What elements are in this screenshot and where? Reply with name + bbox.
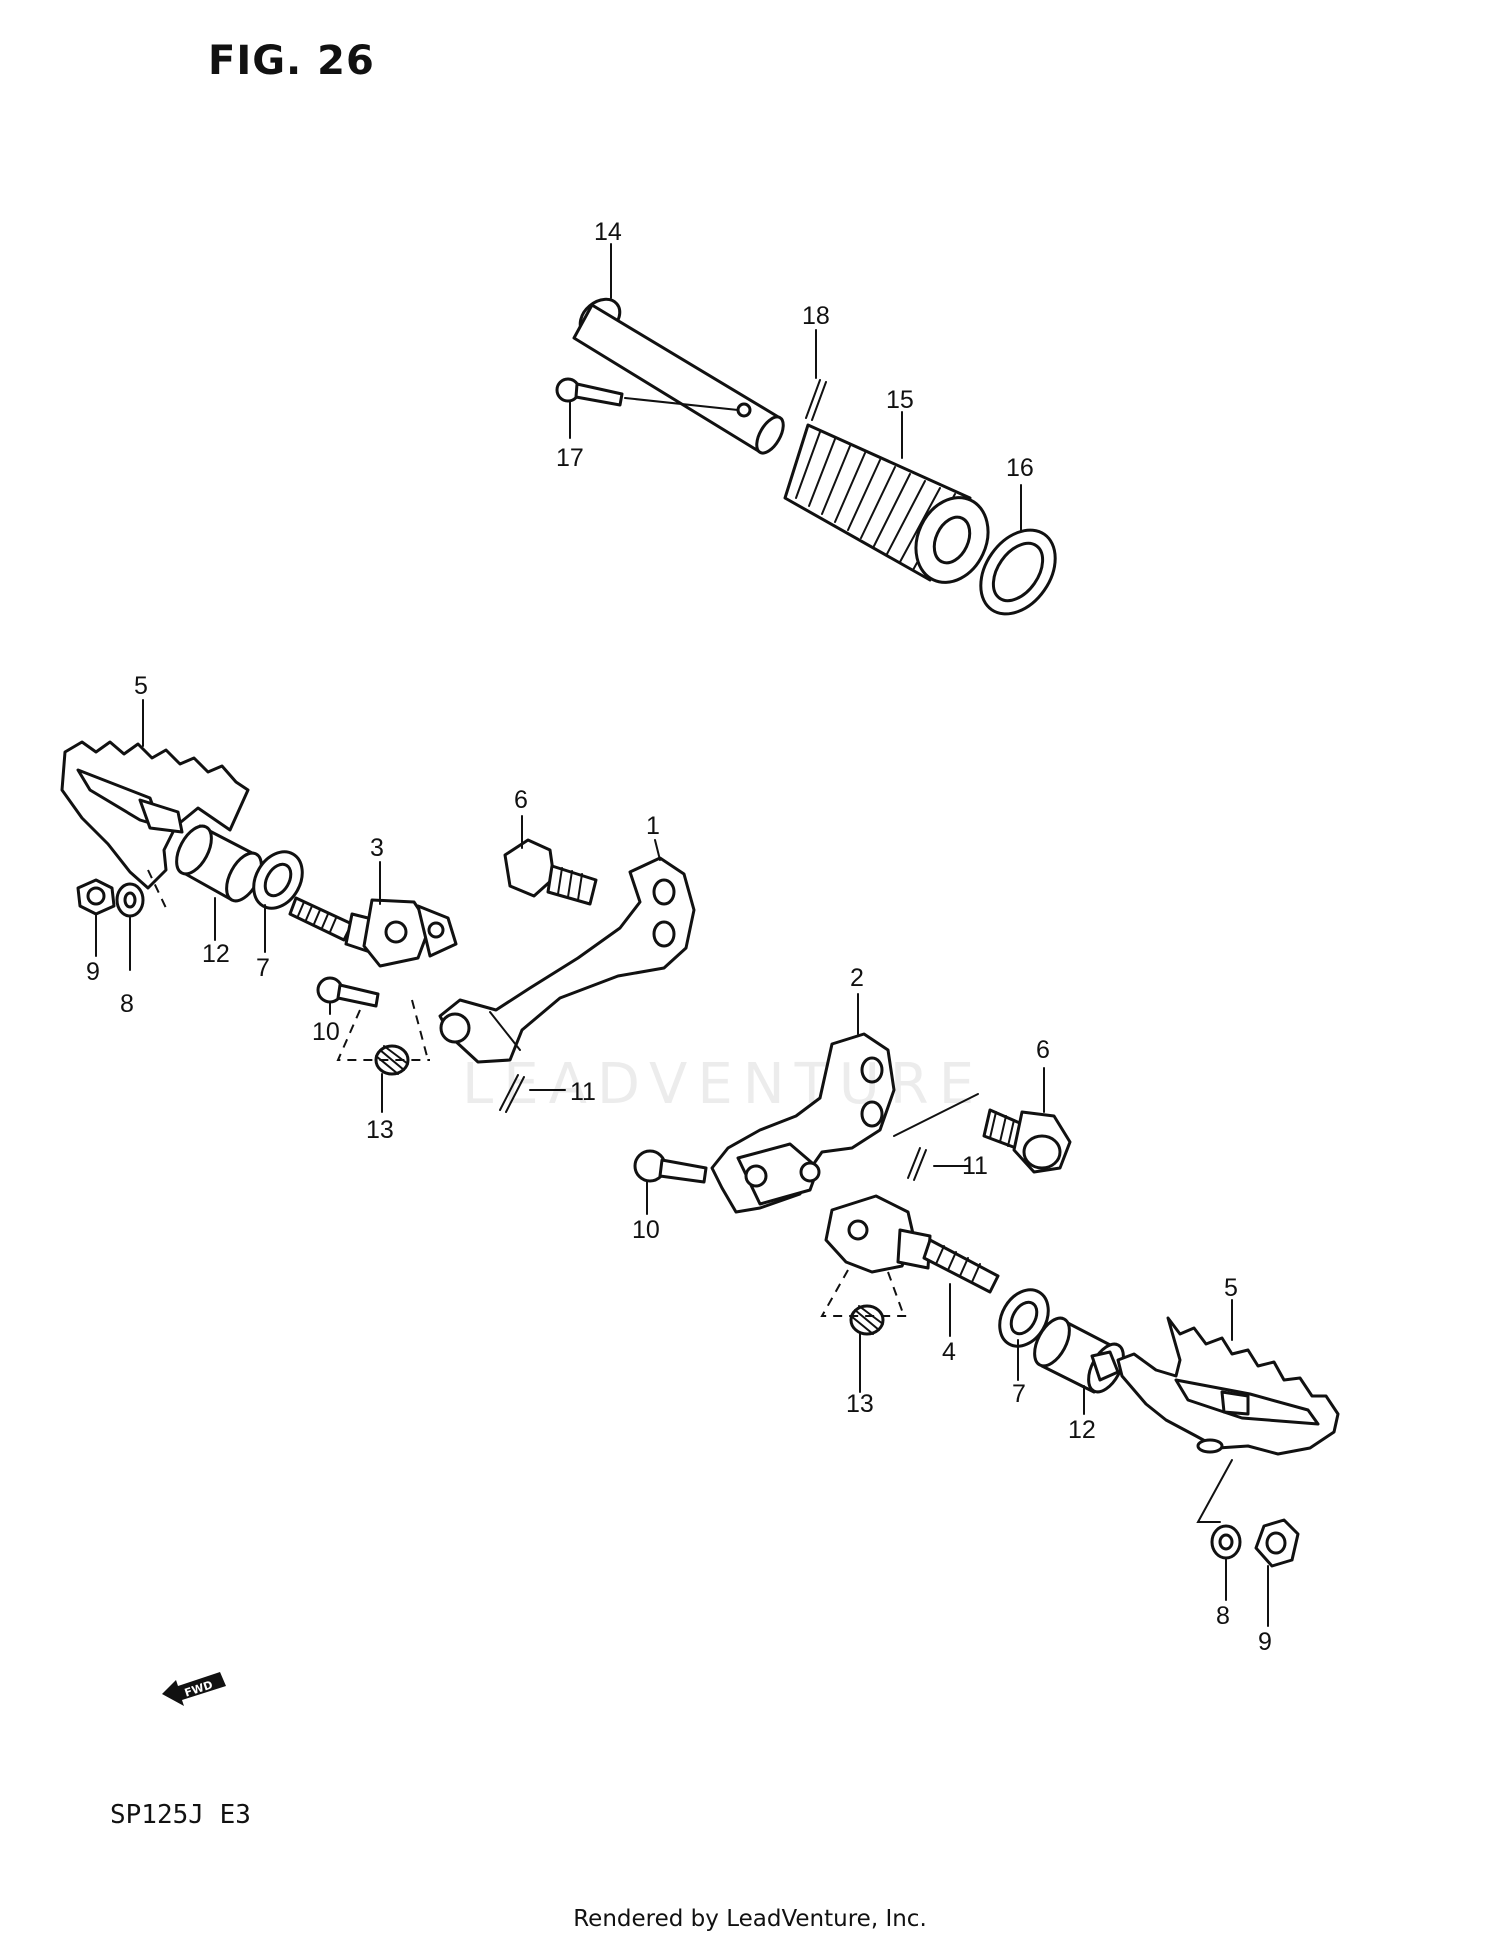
cotter-pin-part-11-right [907,1147,927,1181]
footpeg-part-5-right [1116,1316,1340,1456]
footer-credit: Rendered by LeadVenture, Inc. [573,1906,927,1932]
footrest-bracket-part-2 [710,1032,896,1214]
spring-part-13-left [374,1044,410,1076]
callout-8: 8 [120,990,134,1018]
watermark: LEADVENTURE [462,1052,985,1117]
callout-5: 5 [1224,1274,1238,1302]
pin-part-10-left [316,976,380,1008]
callout-18: 18 [802,302,830,330]
model-code: SP125J E3 [110,1800,251,1830]
cotter-pin-part-18 [805,379,827,421]
callout-7: 7 [1012,1380,1026,1408]
callout-17: 17 [556,444,584,472]
grip-shaft-part-14 [572,297,785,455]
callout-6: 6 [514,786,528,814]
roller-part-12-right [1033,1316,1125,1394]
callout-10: 10 [312,1018,340,1046]
callout-16: 16 [1006,454,1034,482]
callout-12: 12 [202,940,230,968]
washer-part-7-right [998,1288,1050,1348]
callout-12: 12 [1068,1416,1096,1444]
figure-title: FIG. 26 [208,38,375,84]
pin-part-17 [555,377,739,411]
callout-8: 8 [1216,1602,1230,1630]
bolt-part-4 [824,1194,1000,1294]
washer-part-8-right [1210,1524,1242,1560]
callout-13: 13 [366,1116,394,1144]
bolt-part-6-left [503,838,598,906]
callout-13: 13 [846,1390,874,1418]
nut-part-9-left [76,878,116,916]
cotter-pin-part-11-left [499,1074,525,1113]
callout-1: 1 [646,812,660,840]
spring-part-13-right [849,1304,885,1336]
rubber-grip-part-15 [783,423,990,584]
footrest-bracket-part-1 [438,856,696,1064]
callout-5: 5 [134,672,148,700]
callout-6: 6 [1036,1036,1050,1064]
callout-4: 4 [942,1338,956,1366]
bolt-part-3 [288,896,458,968]
callout-14: 14 [594,218,622,246]
pin-part-10-right [633,1149,708,1184]
nut-part-9-right [1254,1518,1300,1568]
callout-7: 7 [256,954,270,982]
callout-11: 11 [962,1152,988,1180]
callout-2: 2 [850,964,864,992]
washer-part-7-left [252,850,304,910]
callout-15: 15 [886,386,914,414]
callout-9: 9 [1258,1628,1272,1656]
callout-11: 11 [570,1078,596,1106]
footpeg-part-5-left [60,740,250,890]
callout-3: 3 [370,834,384,862]
washer-part-16 [979,528,1057,616]
forward-arrow-icon: FWD [162,1672,226,1706]
callout-10: 10 [632,1216,660,1244]
washer-part-8-left [115,882,145,918]
bolt-part-6-right [982,1108,1072,1174]
callout-9: 9 [86,958,100,986]
fwd-label: FWD [183,1678,214,1699]
roller-part-12-left [175,824,263,903]
